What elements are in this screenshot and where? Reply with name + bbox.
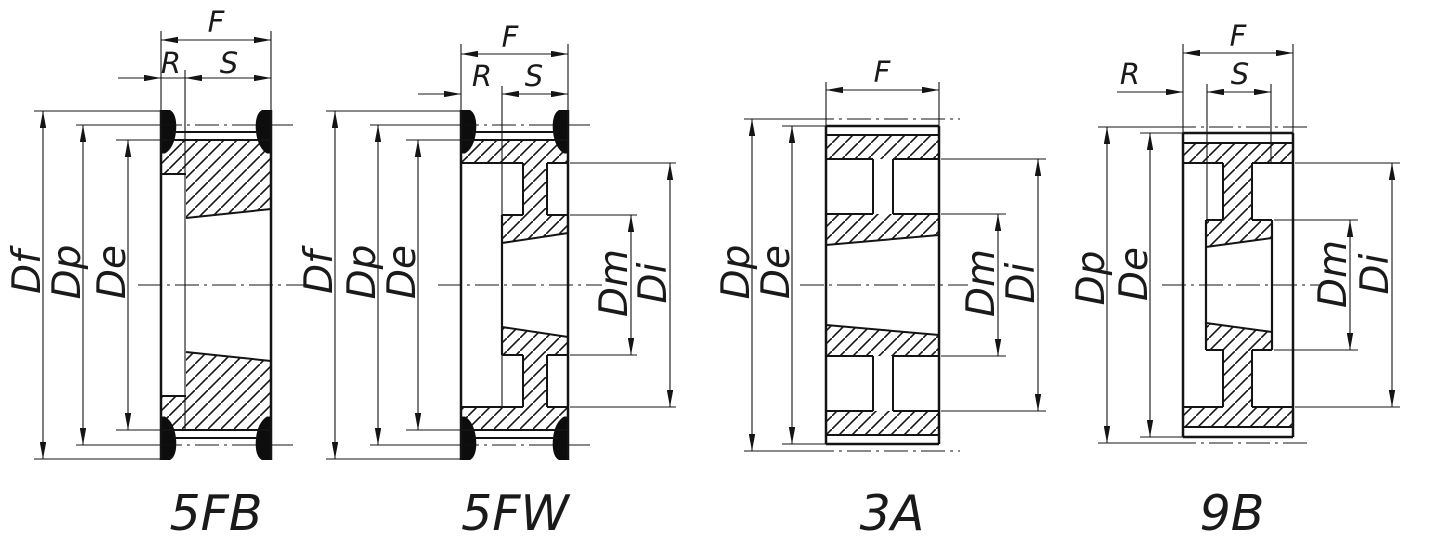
dim-label-f: F — [208, 5, 226, 39]
dim-label-s: S — [525, 59, 543, 93]
dim-label-de: De — [1112, 247, 1157, 301]
dim-label-di: Di — [999, 262, 1044, 303]
figure-5fb-flanges — [161, 110, 271, 460]
dim-label-f: F — [1230, 19, 1248, 53]
dim-label-r: R — [472, 59, 492, 93]
figure-3a-dimension-lines — [748, 86, 1042, 451]
dim-label-dp: Dp — [714, 245, 759, 300]
dim-label-df: Df — [297, 245, 342, 294]
dim-label-de: De — [380, 245, 425, 299]
dim-label-r: R — [1120, 57, 1140, 91]
dim-label-dp: Dp — [340, 245, 385, 300]
dim-label-dp: Dp — [45, 245, 90, 300]
dim-label-f: F — [502, 20, 520, 54]
figure-3a: F Dp De Dm Di 3A — [714, 55, 1046, 542]
figure-5fw-dimension-lines — [331, 50, 674, 459]
dim-label-dm: Dm — [959, 249, 1004, 317]
figure-9b-dimension-lines — [1103, 49, 1396, 443]
dim-label-dp: Dp — [1069, 251, 1114, 306]
dim-label-r: R — [161, 46, 181, 80]
dim-label-de: De — [754, 245, 799, 299]
figure-caption: 5FW — [461, 485, 570, 542]
figure-5fw-extension-lines — [326, 44, 676, 460]
dim-label-de: De — [90, 245, 135, 299]
dim-label-dm: Dm — [1311, 240, 1356, 308]
figure-3a-outline — [824, 124, 941, 446]
dim-label-dm: Dm — [592, 249, 637, 317]
figure-9b: F R S Dp De Dm Di 9B — [1069, 19, 1400, 542]
figure-5fb-dimension-lines — [39, 36, 271, 459]
figure-caption: 5FB — [170, 485, 263, 542]
figure-5fb: F R S Df Dp De 5FB — [5, 5, 304, 542]
figure-5fw: F R S Df Dp De Dm Di 5FW — [297, 20, 676, 542]
figure-5fb-extension-lines — [34, 31, 304, 460]
figure-5fw-flanges — [461, 110, 568, 460]
dim-label-di: Di — [1353, 253, 1398, 294]
dim-label-s: S — [220, 46, 238, 80]
figure-5fb-hatching — [161, 140, 271, 430]
dim-label-f: F — [874, 55, 892, 89]
dim-label-s: S — [1231, 57, 1249, 91]
figure-caption: 3A — [860, 485, 925, 542]
figure-caption: 9B — [1200, 485, 1265, 542]
dim-label-di: Di — [631, 262, 676, 303]
dim-label-df: Df — [5, 245, 50, 294]
figure-9b-extension-lines — [1098, 44, 1400, 444]
figure-5fw-hatching — [461, 140, 568, 430]
figure-3a-extension-lines — [744, 82, 1046, 452]
